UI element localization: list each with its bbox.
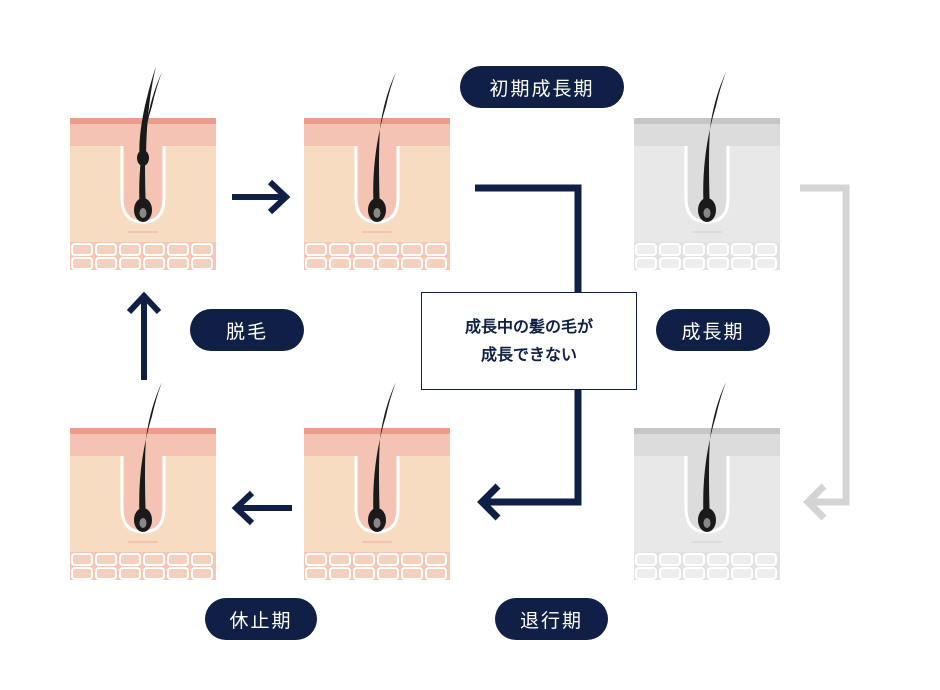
label-shedding: 脱毛	[190, 309, 304, 351]
note-box: 成長中の髪の毛が 成長できない	[421, 292, 637, 390]
skin-tile-growth-top	[633, 72, 781, 271]
arrow-left-icon	[231, 490, 292, 526]
skin-tile-resting	[69, 382, 217, 581]
note-line-2: 成長できない	[480, 345, 577, 364]
label-early-growth: 初期成長期	[460, 66, 624, 108]
gray-bracket-arrow-icon	[800, 184, 850, 521]
note-line-1: 成長中の髪の毛が	[464, 317, 593, 336]
skin-tile-early-growth	[303, 72, 451, 271]
label-resting: 休止期	[205, 598, 317, 640]
skin-tile-shedding-top	[69, 66, 217, 271]
label-regression: 退行期	[495, 598, 608, 640]
arrow-up-icon	[126, 291, 162, 380]
arrow-right-icon	[232, 179, 291, 215]
label-growth: 成長期	[656, 309, 770, 351]
skin-tile-regression	[303, 382, 451, 581]
skin-tile-growth-bottom	[633, 382, 781, 581]
